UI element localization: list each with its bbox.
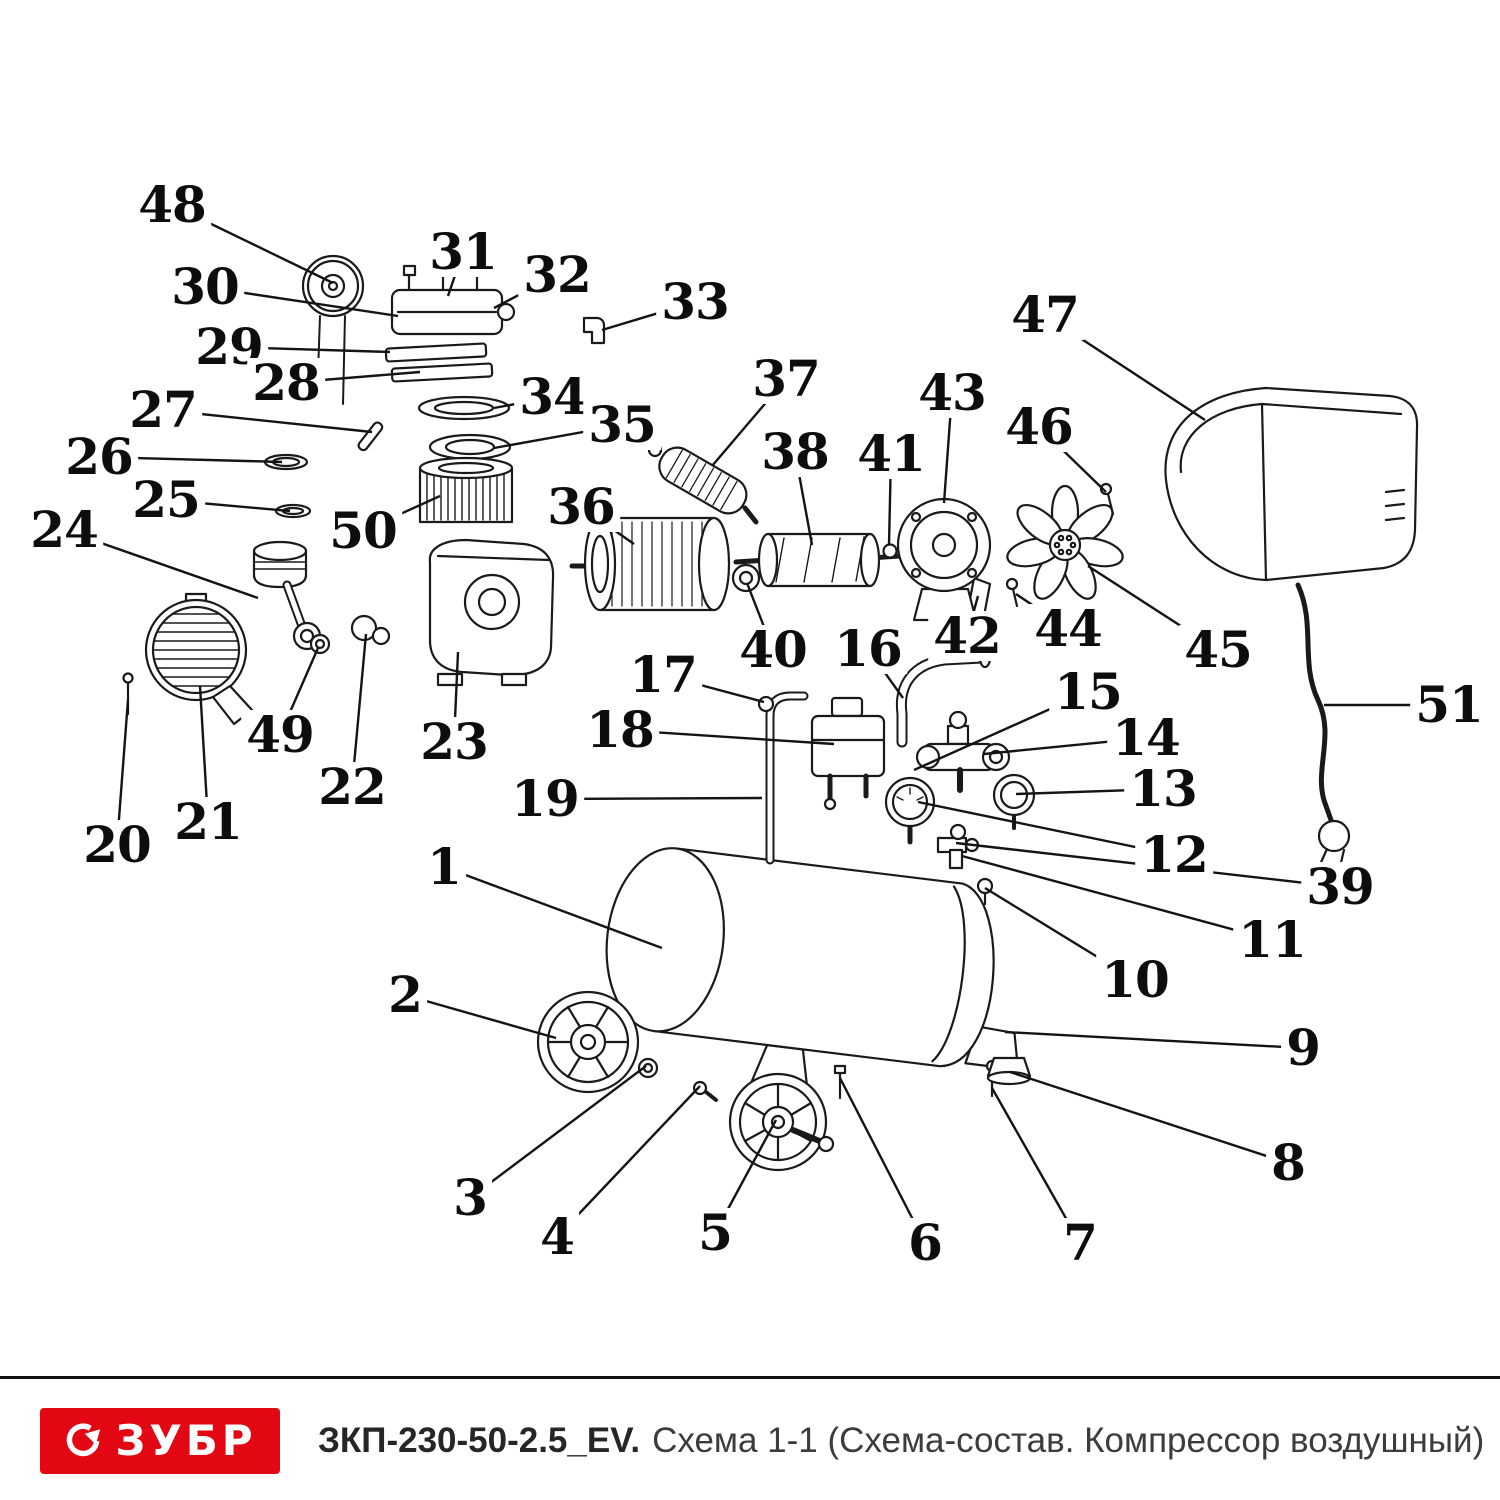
leader-line-9 bbox=[1004, 1030, 1304, 1050]
axle-bolt bbox=[692, 1080, 718, 1102]
cylinder-head bbox=[390, 261, 516, 336]
leader-line-38 bbox=[793, 451, 814, 546]
bolt bbox=[1099, 482, 1115, 516]
leader-line-30 bbox=[204, 285, 399, 318]
leader-line-3 bbox=[469, 1065, 647, 1199]
model-code: ЗКП-230-50-2.5_EV. bbox=[318, 1421, 641, 1460]
piston-pin bbox=[357, 421, 384, 452]
leader-line-19 bbox=[544, 796, 763, 801]
safety-valve bbox=[936, 823, 980, 870]
leader-line-29 bbox=[228, 345, 391, 354]
leader-line-4 bbox=[556, 1085, 701, 1238]
leader-line-8 bbox=[1009, 1070, 1289, 1165]
pulley bbox=[301, 254, 365, 405]
blower-housing bbox=[144, 592, 254, 726]
leader-line-14 bbox=[983, 736, 1147, 756]
nut bbox=[309, 633, 331, 655]
pressure-gauge bbox=[884, 776, 936, 845]
leader-line-21 bbox=[198, 685, 210, 823]
wheel bbox=[728, 1072, 835, 1172]
motor-stator bbox=[569, 516, 731, 612]
piston-conrod bbox=[252, 540, 322, 651]
leader-line-17 bbox=[662, 673, 765, 704]
leader-line-49 bbox=[278, 647, 320, 736]
leader-line-22 bbox=[350, 633, 368, 788]
valve-plate bbox=[384, 342, 488, 363]
leader-line-48 bbox=[171, 203, 334, 285]
leader-line-35 bbox=[493, 423, 623, 450]
cooling-fan bbox=[1006, 484, 1124, 600]
leader-line-25 bbox=[165, 498, 291, 513]
diagram-caption: ЗКП-230-50-2.5_EV. Схема 1-1 (Схема-соста… bbox=[318, 1421, 1484, 1461]
pressure-switch bbox=[810, 696, 886, 811]
discharge-hose bbox=[647, 442, 759, 525]
elbow-fitting bbox=[582, 316, 606, 345]
power-cord bbox=[1295, 582, 1351, 873]
rubber-foot bbox=[986, 1056, 1032, 1086]
shroud-cover bbox=[1164, 386, 1419, 582]
leader-line-47 bbox=[1044, 313, 1206, 422]
leader-line-43 bbox=[942, 392, 954, 504]
leader-line-45 bbox=[1087, 564, 1219, 652]
cylinder-plate bbox=[417, 395, 511, 421]
finned-cylinder bbox=[418, 456, 514, 524]
leader-line-6 bbox=[838, 1077, 927, 1244]
leader-line-11 bbox=[961, 854, 1273, 942]
zubr-arrow-icon bbox=[67, 1423, 101, 1457]
leader-line-10 bbox=[984, 886, 1136, 982]
leader-line-20 bbox=[115, 699, 130, 846]
footer-divider bbox=[0, 1376, 1500, 1379]
leader-line-37 bbox=[711, 378, 787, 467]
leader-line-24 bbox=[63, 528, 259, 600]
crankcase bbox=[428, 538, 555, 687]
bearing bbox=[731, 563, 761, 593]
bolt bbox=[1005, 577, 1019, 608]
outlet-pipe bbox=[895, 647, 992, 748]
motor-rotor bbox=[733, 532, 917, 588]
leader-line-26 bbox=[98, 455, 283, 464]
manifold bbox=[915, 710, 1011, 793]
leader-line-13 bbox=[1015, 787, 1164, 796]
leader-line-12 bbox=[917, 800, 1175, 857]
leader-line-1 bbox=[443, 865, 663, 950]
leader-line-32 bbox=[493, 273, 558, 310]
leader-line-40 bbox=[745, 582, 775, 651]
wheel bbox=[536, 990, 640, 1094]
leader-line-16 bbox=[867, 648, 904, 699]
leader-line-18 bbox=[619, 728, 835, 746]
riser-pipe bbox=[757, 691, 809, 865]
leader-line-7 bbox=[990, 1087, 1082, 1244]
footer: ЗУБР ЗКП-230-50-2.5_EV. Схема 1-1 (Схема-… bbox=[0, 1382, 1500, 1500]
brand-name: ЗУБР bbox=[115, 1416, 257, 1465]
pipe-fitting bbox=[757, 695, 775, 713]
brand-logo: ЗУБР bbox=[40, 1408, 280, 1474]
leader-line-27 bbox=[162, 408, 373, 434]
screw bbox=[833, 1064, 847, 1100]
air-tank bbox=[605, 847, 1020, 1094]
leader-line-2 bbox=[404, 993, 557, 1040]
leader-line-33 bbox=[601, 300, 696, 332]
counterweight bbox=[350, 614, 391, 646]
leader-line-41 bbox=[887, 453, 893, 546]
caption-text: Схема 1-1 (Схема-состав. Компрессор возд… bbox=[652, 1421, 1485, 1460]
leader-line-46 bbox=[1038, 426, 1107, 493]
shaft-washer bbox=[882, 543, 898, 559]
